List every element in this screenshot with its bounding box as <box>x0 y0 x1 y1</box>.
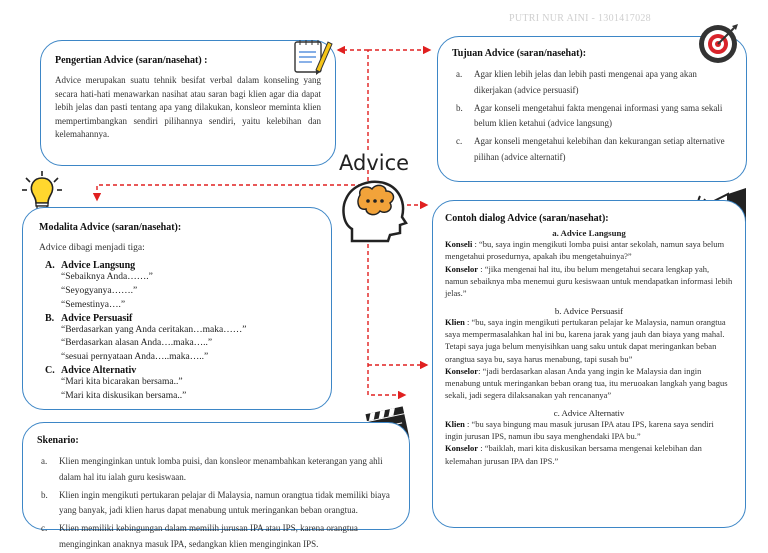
head-brain-icon <box>338 177 412 247</box>
section-mark: B. <box>45 313 61 324</box>
modalita-section: A.Advice Langsung “Sebaiknya Anda…….” “S… <box>39 260 317 312</box>
dialog-heading: c. Advice Alternativ <box>445 408 733 418</box>
skenario-list: a.Klien menginginkan untuk lomba puisi, … <box>37 454 395 553</box>
dialog-line: Konselor : “baiklah, mari kita diskusika… <box>445 442 733 467</box>
modalita-section: C.Advice Alternativ “Mari kita bicarakan… <box>39 365 317 404</box>
quote-text: “Semestinya….” <box>39 299 317 313</box>
modalita-title: Modalita Advice (saran/nasehat): <box>39 222 317 233</box>
dialog-line: Konselor: “jadi berdasarkan alasan Anda … <box>445 365 733 402</box>
quote-text: “Mari kita diskusikan bersama..” <box>39 390 317 404</box>
contoh-box: Contoh dialog Advice (saran/nasehat): a.… <box>432 200 746 528</box>
quote-text: “Seyogyanya…….” <box>39 285 317 299</box>
notepad-pencil-icon <box>292 36 334 76</box>
tujuan-title: Tujuan Advice (saran/nasehat): <box>452 48 732 59</box>
list-item: c.Klien memiliki kebingungan dalam memil… <box>37 521 395 553</box>
list-item: b.Klien ingin mengikuti pertukaran pelaj… <box>37 488 395 520</box>
dialog-line: Klien : “bu, saya ingin mengikuti pertuk… <box>445 316 733 365</box>
center-title: Advice <box>339 151 409 175</box>
list-item: a.Agar klien lebih jelas dan lebih pasti… <box>452 67 732 99</box>
dialog-heading: b. Advice Persuasif <box>445 306 733 316</box>
section-title: Advice Persuasif <box>61 313 132 324</box>
dialog-line: Konselor : “jika mengenai hal itu, ibu b… <box>445 263 733 300</box>
quote-text: “Berdasarkan yang Anda ceritakan…maka……” <box>39 324 317 338</box>
dialog-line: Konseli : “bu, saya ingin mengikuti lomb… <box>445 238 733 263</box>
quote-text: “Sebaiknya Anda…….” <box>39 271 317 285</box>
pengertian-body: Advice merupakan suatu tehnik besifat ve… <box>55 74 321 142</box>
quote-text: “Berdasarkan alasan Anda….maka…..” <box>39 337 317 351</box>
modalita-box: Modalita Advice (saran/nasehat): Advice … <box>22 207 332 410</box>
author-watermark: PUTRI NUR AINI - 1301417028 <box>509 13 651 24</box>
dialog-line: Klien : “bu saya bingung mau masuk jurus… <box>445 418 733 443</box>
tujuan-list: a.Agar klien lebih jelas dan lebih pasti… <box>452 67 732 166</box>
section-mark: C. <box>45 365 61 376</box>
list-item: a.Klien menginginkan untuk lomba puisi, … <box>37 454 395 486</box>
pengertian-title: Pengertian Advice (saran/nasehat) : <box>55 55 321 66</box>
dialog-heading: a. Advice Langsung <box>445 228 733 238</box>
contoh-title: Contoh dialog Advice (saran/nasehat): <box>445 213 733 224</box>
section-title: Advice Alternativ <box>61 365 136 376</box>
section-title: Advice Langsung <box>61 260 135 271</box>
skenario-title: Skenario: <box>37 435 395 446</box>
quote-text: “Mari kita bicarakan bersama..” <box>39 376 317 390</box>
skenario-box: Skenario: a.Klien menginginkan untuk lom… <box>22 422 410 530</box>
modalita-section: B.Advice Persuasif “Berdasarkan yang And… <box>39 313 317 365</box>
dialog-block: c. Advice Alternativ Klien : “bu saya bi… <box>445 408 733 467</box>
list-item: b.Agar konseli mengetahui fakta mengenai… <box>452 101 732 133</box>
list-item: c.Agar konseli mengetahui kelebihan dan … <box>452 134 732 166</box>
dialog-block: b. Advice Persuasif Klien : “bu, saya in… <box>445 306 733 402</box>
quote-text: “sesuai pernyataan Anda…..maka…..” <box>39 351 317 365</box>
section-mark: A. <box>45 260 61 271</box>
modalita-intro: Advice dibagi menjadi tiga: <box>39 241 317 255</box>
target-icon <box>696 22 740 66</box>
dialog-block: a. Advice Langsung Konseli : “bu, saya i… <box>445 228 733 300</box>
